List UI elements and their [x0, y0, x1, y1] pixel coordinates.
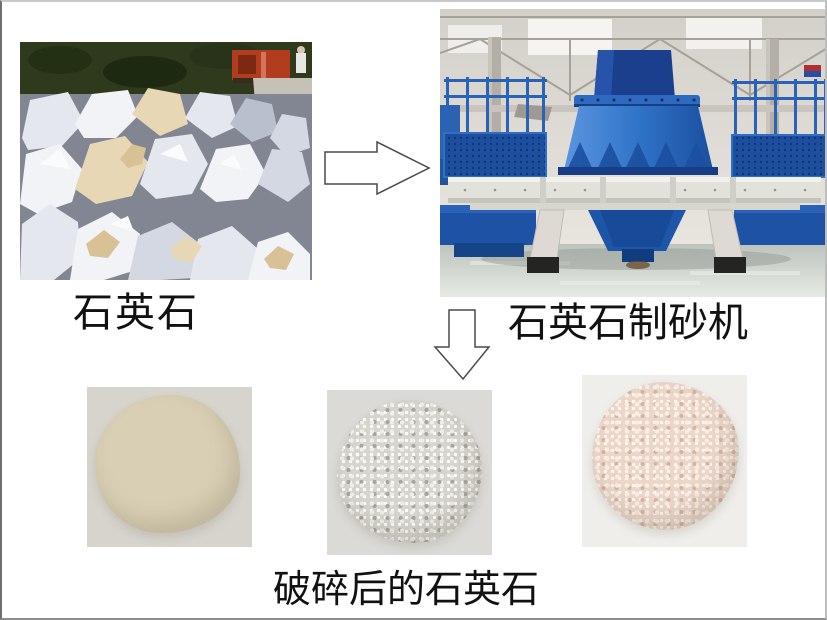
quartz-rock-illustration	[20, 42, 312, 280]
source-label: 石英石	[73, 290, 199, 335]
machine-label: 石英石制砂机	[508, 300, 748, 345]
sand-making-machine-photo	[440, 9, 825, 297]
sand-pile-pink	[591, 381, 739, 530]
down-arrow-icon	[433, 309, 491, 381]
crushed-quartz-photo-coarse	[87, 387, 252, 547]
right-arrow-icon	[324, 140, 431, 196]
crushed-quartz-photo-pink	[582, 375, 747, 547]
crushed-quartz-photo-white	[327, 390, 492, 555]
sand-pile-beige	[95, 395, 241, 533]
quartz-rock-photo	[20, 42, 312, 280]
sand-making-machine-illustration	[440, 9, 825, 297]
sand-pile-white	[336, 399, 483, 544]
result-label: 破碎后的石英石	[273, 569, 540, 611]
